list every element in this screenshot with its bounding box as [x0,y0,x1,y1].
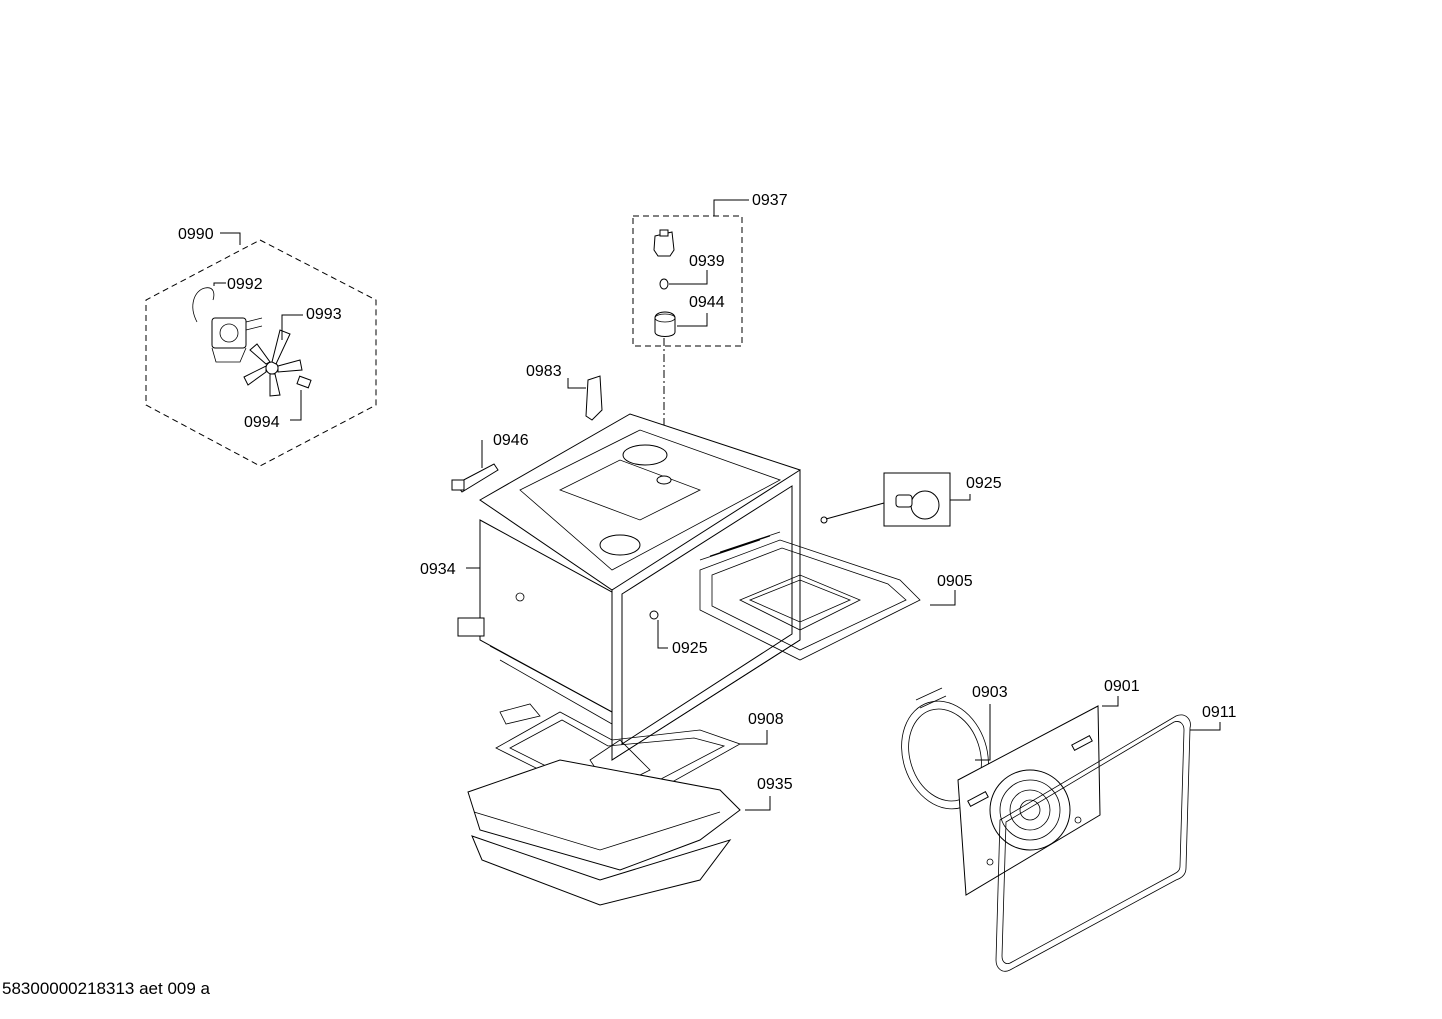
convection-fan-grille [989,769,1071,851]
label-0925-screw: 0925 [672,640,708,657]
label-0939: 0939 [689,253,725,270]
label-0992: 0992 [227,276,263,293]
label-0994: 0994 [244,414,280,431]
label-0911: 0911 [1202,704,1237,721]
label-0946: 0946 [493,432,529,449]
label-0944: 0944 [689,294,725,311]
fan-motor-group [145,232,377,467]
label-0993: 0993 [306,306,342,323]
oven-lamp-detail [820,472,971,527]
label-0903: 0903 [972,684,1008,701]
label-0908: 0908 [748,711,784,728]
label-0934: 0934 [420,561,456,578]
insulation-mat [467,759,771,906]
door-seal [995,714,1221,972]
rear-panel [957,696,1119,896]
lamp-bulb [659,278,669,290]
temperature-sensor [451,440,499,493]
lamp-holder [653,229,675,257]
oven-cavity [457,413,801,761]
lamp-knob [895,490,940,520]
label-0905: 0905 [937,573,973,590]
upper-heating-element [699,531,956,661]
label-0901: 0901 [1104,678,1140,695]
label-0983: 0983 [526,363,562,380]
label-0937: 0937 [752,192,788,209]
part-labels: 0990 0992 0993 0994 0937 0939 0944 0983 … [178,192,1237,793]
bracket [567,375,603,421]
label-0935: 0935 [757,776,793,793]
document-id: 58300000218313 aet 009 a [2,979,210,998]
fan-impeller [243,329,312,397]
label-0925-lamp: 0925 [966,475,1002,492]
label-0990: 0990 [178,226,214,243]
lamp-cover [654,311,676,337]
fan-motor [211,317,263,363]
